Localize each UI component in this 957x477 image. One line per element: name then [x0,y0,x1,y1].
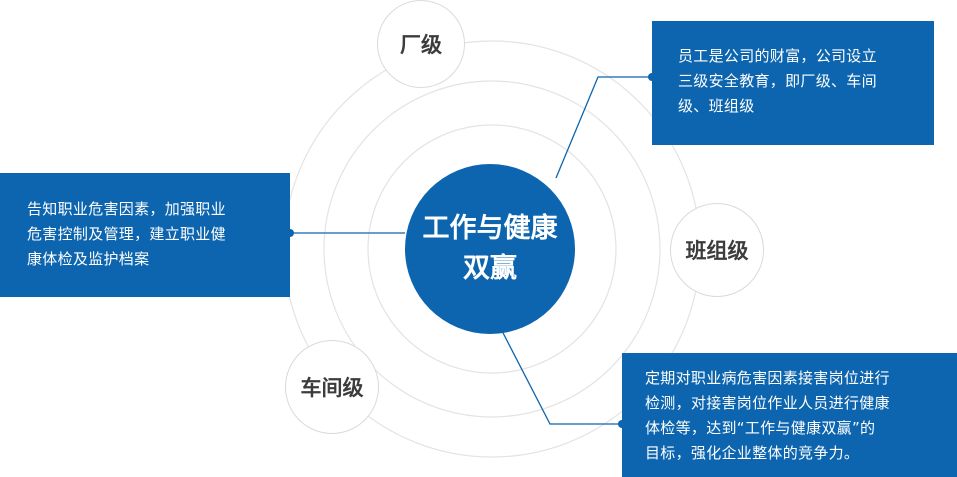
info-box-bottom-right: 定期对职业病危害因素接害岗位进行 检测，对接害岗位作业人员进行健康 体检等，达到… [622,353,957,477]
info-line: 目标，强化企业整体的竞争力。 [645,444,860,462]
team-level-node: 班组级 [670,203,764,297]
connector-bottom-right [499,326,622,425]
info-line: 康体检及监护档案 [27,250,150,268]
info-line: 定期对职业病危害因素接害岗位进行 [645,369,890,387]
info-line: 三级安全教育，即厂级、车间 [678,72,877,90]
info-line: 体检等，达到“工作与健康双赢”的 [645,419,876,437]
info-box-top-right: 员工是公司的财富，公司设立 三级安全教育，即厂级、车间 级、班组级 [652,21,934,145]
team-level-label: 班组级 [685,239,749,263]
center-title-line-2: 双赢 [463,253,517,284]
center-circle: 工作与健康 双赢 [405,164,575,334]
info-line: 检测，对接害岗位作业人员进行健康 [645,394,890,412]
info-line: 级、班组级 [678,97,755,115]
ring-middle [323,80,661,418]
factory-level-label: 厂级 [400,33,442,57]
workshop-level-node: 车间级 [285,340,379,434]
connector-top-right [555,76,652,179]
workshop-level-label: 车间级 [300,376,364,400]
info-box-left: 告知职业危害因素，加强职业 危害控制及管理，建立职业健 康体检及监护档案 [0,173,290,297]
ring-inner [367,124,617,374]
info-line: 危害控制及管理，建立职业健 [27,225,226,243]
center-title-line-1: 工作与健康 [422,213,558,244]
factory-level-node: 厂级 [377,0,465,88]
info-line: 员工是公司的财富，公司设立 [678,47,877,65]
info-line: 告知职业危害因素，加强职业 [27,200,226,218]
